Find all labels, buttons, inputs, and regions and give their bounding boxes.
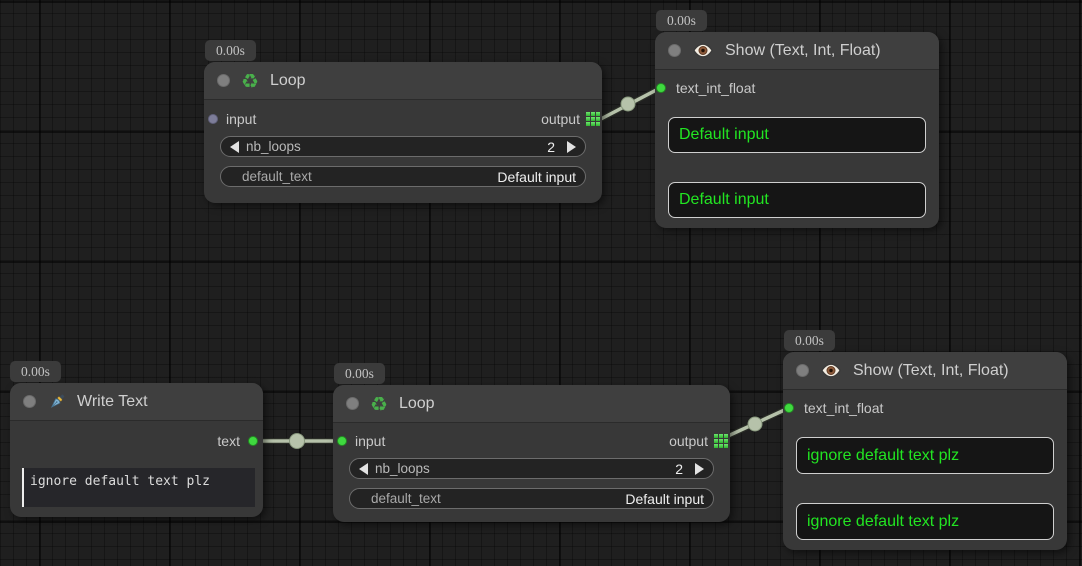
widget-label: default_text (371, 491, 441, 506)
text-display-box: Default input (668, 182, 926, 218)
node-header[interactable]: ♻ Loop (333, 385, 730, 423)
input-slot-label: input (226, 111, 257, 127)
output-slot-label: output (669, 433, 708, 449)
execution-time-badge: 0.00s (205, 40, 256, 61)
node-header[interactable]: ♻ Loop (204, 62, 602, 100)
text-display-box: Default input (668, 117, 926, 153)
input-slot-label: text_int_float (804, 400, 884, 416)
nb-loops-widget[interactable]: nb_loops 2 (220, 136, 586, 157)
grid-output-icon[interactable] (714, 434, 728, 448)
text-display-box: ignore default text plz (796, 437, 1054, 474)
node-title: Loop (398, 394, 435, 412)
eye-icon (692, 43, 714, 58)
text-display-box: ignore default text plz (796, 503, 1054, 540)
node-title: Write Text (77, 392, 148, 410)
execution-time-badge: 0.00s (656, 10, 707, 31)
wire-midpoint-dot[interactable] (747, 416, 763, 432)
display-text: Default input (679, 126, 769, 143)
widget-value: 2 (547, 138, 555, 155)
fountain-pen-icon (50, 394, 65, 408)
display-text: ignore default text plz (807, 512, 960, 530)
grid-output-icon[interactable] (586, 112, 600, 126)
wire-writetext-to-loop-bottom[interactable] (250, 433, 344, 449)
widget-label: nb_loops (375, 461, 430, 476)
eye-icon (820, 363, 842, 378)
wire-loop-top-to-show-top[interactable] (594, 84, 665, 124)
execution-time-badge: 0.00s (334, 363, 385, 384)
node-loop-top[interactable]: 0.00s ♻ Loop input output nb_loops 2 def… (204, 40, 602, 203)
wire-midpoint-dot[interactable] (289, 433, 305, 449)
widget-label: nb_loops (246, 139, 301, 154)
increment-arrow-icon[interactable] (695, 462, 704, 475)
decrement-arrow-icon[interactable] (359, 462, 368, 475)
nb-loops-widget[interactable]: nb_loops 2 (349, 458, 714, 479)
status-dot (346, 397, 359, 410)
default-text-widget[interactable]: default_text Default input (349, 488, 714, 509)
text-input-area[interactable]: ignore default text plz (22, 468, 255, 507)
output-slot-label: text (217, 433, 240, 449)
recycle-icon: ♻ (241, 68, 259, 93)
input-slot-dot[interactable] (656, 83, 666, 93)
textarea-value: ignore default text plz (30, 474, 211, 489)
input-slot-label: input (355, 433, 386, 449)
widget-value: 2 (675, 460, 683, 477)
execution-time-badge: 0.00s (10, 361, 61, 382)
node-write-text[interactable]: 0.00s Write Text text ignore default tex… (10, 361, 263, 517)
node-title: Loop (269, 71, 306, 89)
input-slot-dot[interactable] (784, 403, 794, 413)
status-dot (23, 395, 36, 408)
node-header[interactable]: Write Text (10, 383, 263, 421)
widget-label: default_text (242, 169, 312, 184)
execution-time-badge: 0.00s (784, 330, 835, 351)
output-slot-label: output (541, 111, 580, 127)
node-show-bottom[interactable]: 0.00s Show (Text, Int, Float) text_int_f… (783, 330, 1067, 550)
widget-value: Default input (625, 490, 704, 507)
display-text: ignore default text plz (807, 446, 960, 464)
display-text: Default input (679, 191, 769, 208)
status-dot (668, 44, 681, 57)
node-header[interactable]: Show (Text, Int, Float) (783, 352, 1067, 390)
status-dot (796, 364, 809, 377)
node-title: Show (Text, Int, Float) (853, 361, 1009, 379)
node-loop-bottom[interactable]: 0.00s ♻ Loop input output nb_loops 2 def… (333, 363, 730, 522)
output-slot-dot[interactable] (248, 436, 258, 446)
decrement-arrow-icon[interactable] (230, 140, 239, 153)
node-show-top[interactable]: 0.00s Show (Text, Int, Float) text_int_f… (655, 10, 939, 228)
input-slot-dot[interactable] (208, 114, 218, 124)
node-title: Show (Text, Int, Float) (725, 41, 881, 59)
widget-value: Default input (497, 168, 576, 185)
recycle-icon: ♻ (370, 391, 388, 416)
wire-midpoint-dot[interactable] (620, 96, 636, 112)
input-slot-label: text_int_float (676, 80, 756, 96)
increment-arrow-icon[interactable] (567, 140, 576, 153)
input-slot-dot[interactable] (337, 436, 347, 446)
text-caret (22, 468, 24, 507)
default-text-widget[interactable]: default_text Default input (220, 166, 586, 187)
node-header[interactable]: Show (Text, Int, Float) (655, 32, 939, 70)
status-dot (217, 74, 230, 87)
